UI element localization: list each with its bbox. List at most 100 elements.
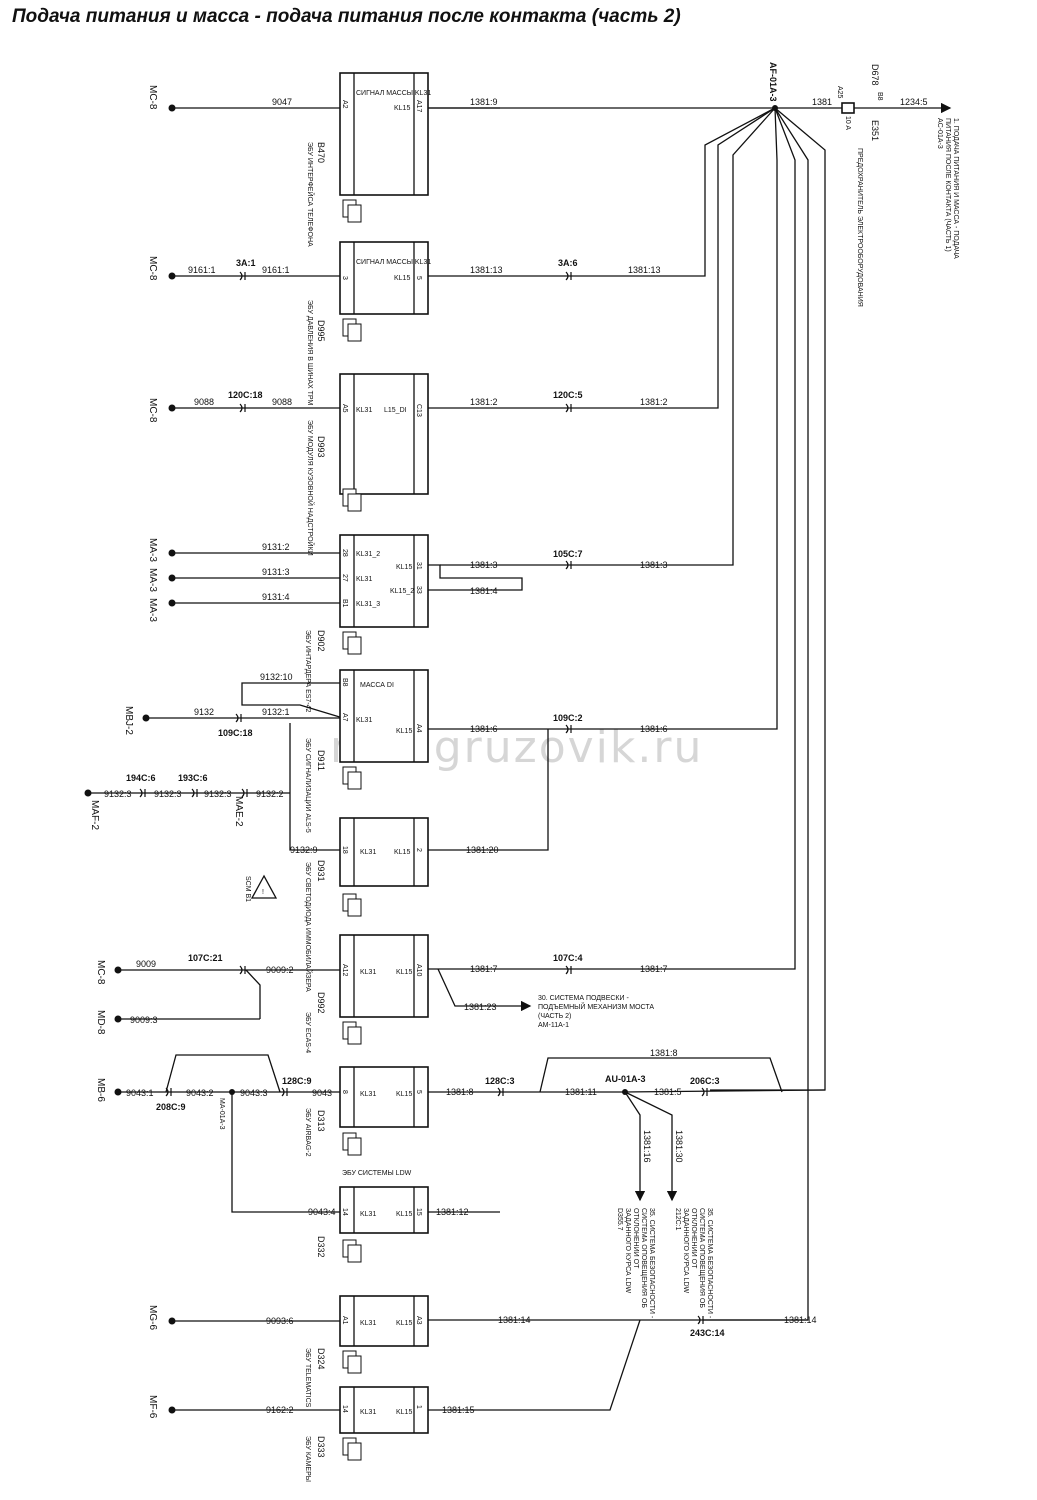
connector-label: 3A:1 [236,258,256,268]
page-title: Подача питания и масса - подача питания … [12,6,681,27]
ecu-d333: MF-6 9162:2 14 1 KL31 KL15 1381:15 D333 … [147,1319,641,1482]
ground-label: MC-8 [95,960,106,985]
wire-label: 9009:2 [266,965,294,975]
wire-label: 9088 [272,397,292,407]
wire-label: 1381:23 [464,1002,497,1012]
wire-label: 9162:2 [266,1405,294,1415]
connector-label: 109C:18 [218,728,253,738]
block-pin: B8 [876,92,883,101]
ecu-d995: MC-8 9161:1 3A:1 9161:1 3 5 СИГНАЛ МАССЫ… [147,241,661,406]
pin-label: 14 [341,1208,348,1216]
wire-label: 1381:16 [642,1130,652,1163]
ground-label: MC-8 [147,85,158,110]
fuse-pin: A25 [836,86,843,99]
wire-label: 9009 [136,959,156,969]
ecu-inner-label: СИГНАЛ МАССЫ KL31 [356,90,431,97]
pin-label: 3 [341,276,348,280]
pin-label: 27 [341,574,348,582]
wire-label: 9043:4 [308,1207,336,1217]
ecu-inner-label: KL31 [360,849,376,856]
wire-label: 9132:3 [104,789,132,799]
connector-symbol-icon [281,1087,288,1097]
ground-label: MG-6 [147,1305,158,1330]
wire-label: 1381:8 [650,1048,678,1058]
connector-symbol-icon [565,403,572,413]
ecu-id: D313 [316,1110,326,1132]
ecu-inner-label: KL31 [360,1409,376,1416]
ground-label: MBJ-2 [123,706,134,735]
ecu-inner-label: KL15 [396,969,412,976]
ground-label: MA-3 [147,568,158,592]
connector-label: 107C:21 [188,953,223,963]
document-stack-icon [342,488,362,512]
connector-symbol-icon [565,724,572,734]
ecu-id: D993 [316,436,326,458]
ground-label: MAF-2 [89,800,100,830]
pin-label: 5 [415,1090,422,1094]
ecu-inner-label: KL15 [394,275,410,282]
document-icons [342,199,362,1461]
document-stack-icon [342,1239,362,1263]
ecu-desc: ЭБУ СИГНАЛИЗАЦИИ ALS-5 [304,738,311,833]
document-stack-icon [342,893,362,917]
connector-label: 194C:6 [126,773,156,783]
ref-text: СИСТЕМА ОПОВЕЩЕНИЯ ОБ [640,1208,647,1308]
ref-text: ПОДЪЕМНЫЙ МЕХАНИЗМ МОСТА [538,1002,654,1011]
warning-mark-icon: ! [262,889,264,896]
fuse-desc: ПРЕДОХРАНИТЕЛЬ ЭЛЕКТРООБОРУДОВАНИЯ [856,148,863,307]
ecu-inner-label: KL31 [360,969,376,976]
ecu-desc: ЭБУ AIRBAG-2 [304,1108,311,1157]
ref-text: 35. СИСТЕМА БЕЗОПАСНОСТИ - [648,1208,655,1319]
ecu-d992: MC-8 MD-8 9009 107C:21 9009:2 9009:3 A12… [95,934,668,1053]
ecu-d993: MC-8 9088 120C:18 9088 A5 C13 KL31 L15_D… [147,373,668,556]
ecu-inner-label: KL31 [360,1211,376,1218]
ecu-inner-label: KL15_2 [390,588,414,595]
connector-symbol-icon [497,1087,504,1097]
ecu-inner-label: KL15 [396,728,412,735]
splice-fanout [428,107,826,1321]
wire-label: 1381:9 [470,97,498,107]
ref1-line2: ПИТАНИЯ ПОСЛЕ КОНТАКТА (ЧАСТЬ 1) [944,118,951,252]
ecu-inner-label: KL15 [394,105,410,112]
connector-symbol-icon [565,560,572,570]
pin-label: 18 [341,846,348,854]
ecu-d931: 9132:9 18 2 KL31 KL15 1381:20 D931 ЭБУ С… [244,729,549,992]
ecu-id: D911 [316,750,326,771]
ref-text: ОТКЛОНЕНИИ ОТ [632,1208,639,1269]
wire-label: 1381:13 [470,265,503,275]
ecu-inner-label: СИГНАЛ МАССЫ KL31 [356,259,431,266]
connector-symbol-icon [565,965,572,975]
pin-label: 1 [415,1405,422,1409]
ecu-id: D333 [316,1436,326,1458]
ecu-d911: MBJ-2 9132 109C:18 9132:1 9132:10 B8 A7 … [123,669,668,833]
fuse-rating: 10 A [844,116,851,130]
ecu-desc: ЭБУ ДАВЛЕНИЯ В ШИНАХ TPM [306,300,313,406]
ecu-b470: MC-8 9047 A2 A17 СИГНАЛ МАССЫ KL31 KL15 … [147,72,500,247]
ecu-d902: MA-3 MA-3 MA-3 9131:2 9131:3 9131:4 28 2… [147,534,668,713]
ground-label: MF-6 [147,1395,158,1419]
pin-label: 33 [415,586,422,594]
ecu-inner-label: KL15 [396,1211,412,1218]
connector-label: 193C:6 [178,773,208,783]
pin-label: 5 [415,276,422,280]
pin-label: A5 [341,404,348,413]
ecu-inner-label: KL15 [396,1409,412,1416]
wire-label: 1381:2 [470,397,498,407]
ecu-d313: MB-6 9043:1 208C:9 9043:2 9043:3 128C:9 … [95,1048,826,1319]
ref-text: 35. СИСТЕМА БЕЗОПАСНОСТИ - [706,1208,713,1319]
ground-label: MC-8 [147,398,158,423]
document-stack-icon [342,631,362,655]
ecu-desc: ЭБУ ИНТАРДЕРА ES7-42 [304,630,311,713]
ref-text: 212C:1 [674,1208,681,1231]
ref-text: ЗАДАННОГО КУРСА LDW [682,1208,689,1294]
pin-label: A3 [415,1316,422,1325]
wire-label: 1381:3 [470,560,498,570]
ecu-desc: ЭБУ МОДУЛЯ КУЗОВНОЙ НАДСТРОЙКИ [306,420,315,556]
ref-text: ЗАДАННОГО КУРСА LDW [624,1208,631,1294]
connector-label: 105C:7 [553,549,583,559]
wire-label: 9131:4 [262,592,290,602]
ecu-desc: ЭБУ ECAS-4 [304,1012,311,1053]
ecu-inner-label: KL15 [396,1091,412,1098]
node-af01a3-label: AF-01A-3 [768,62,778,102]
